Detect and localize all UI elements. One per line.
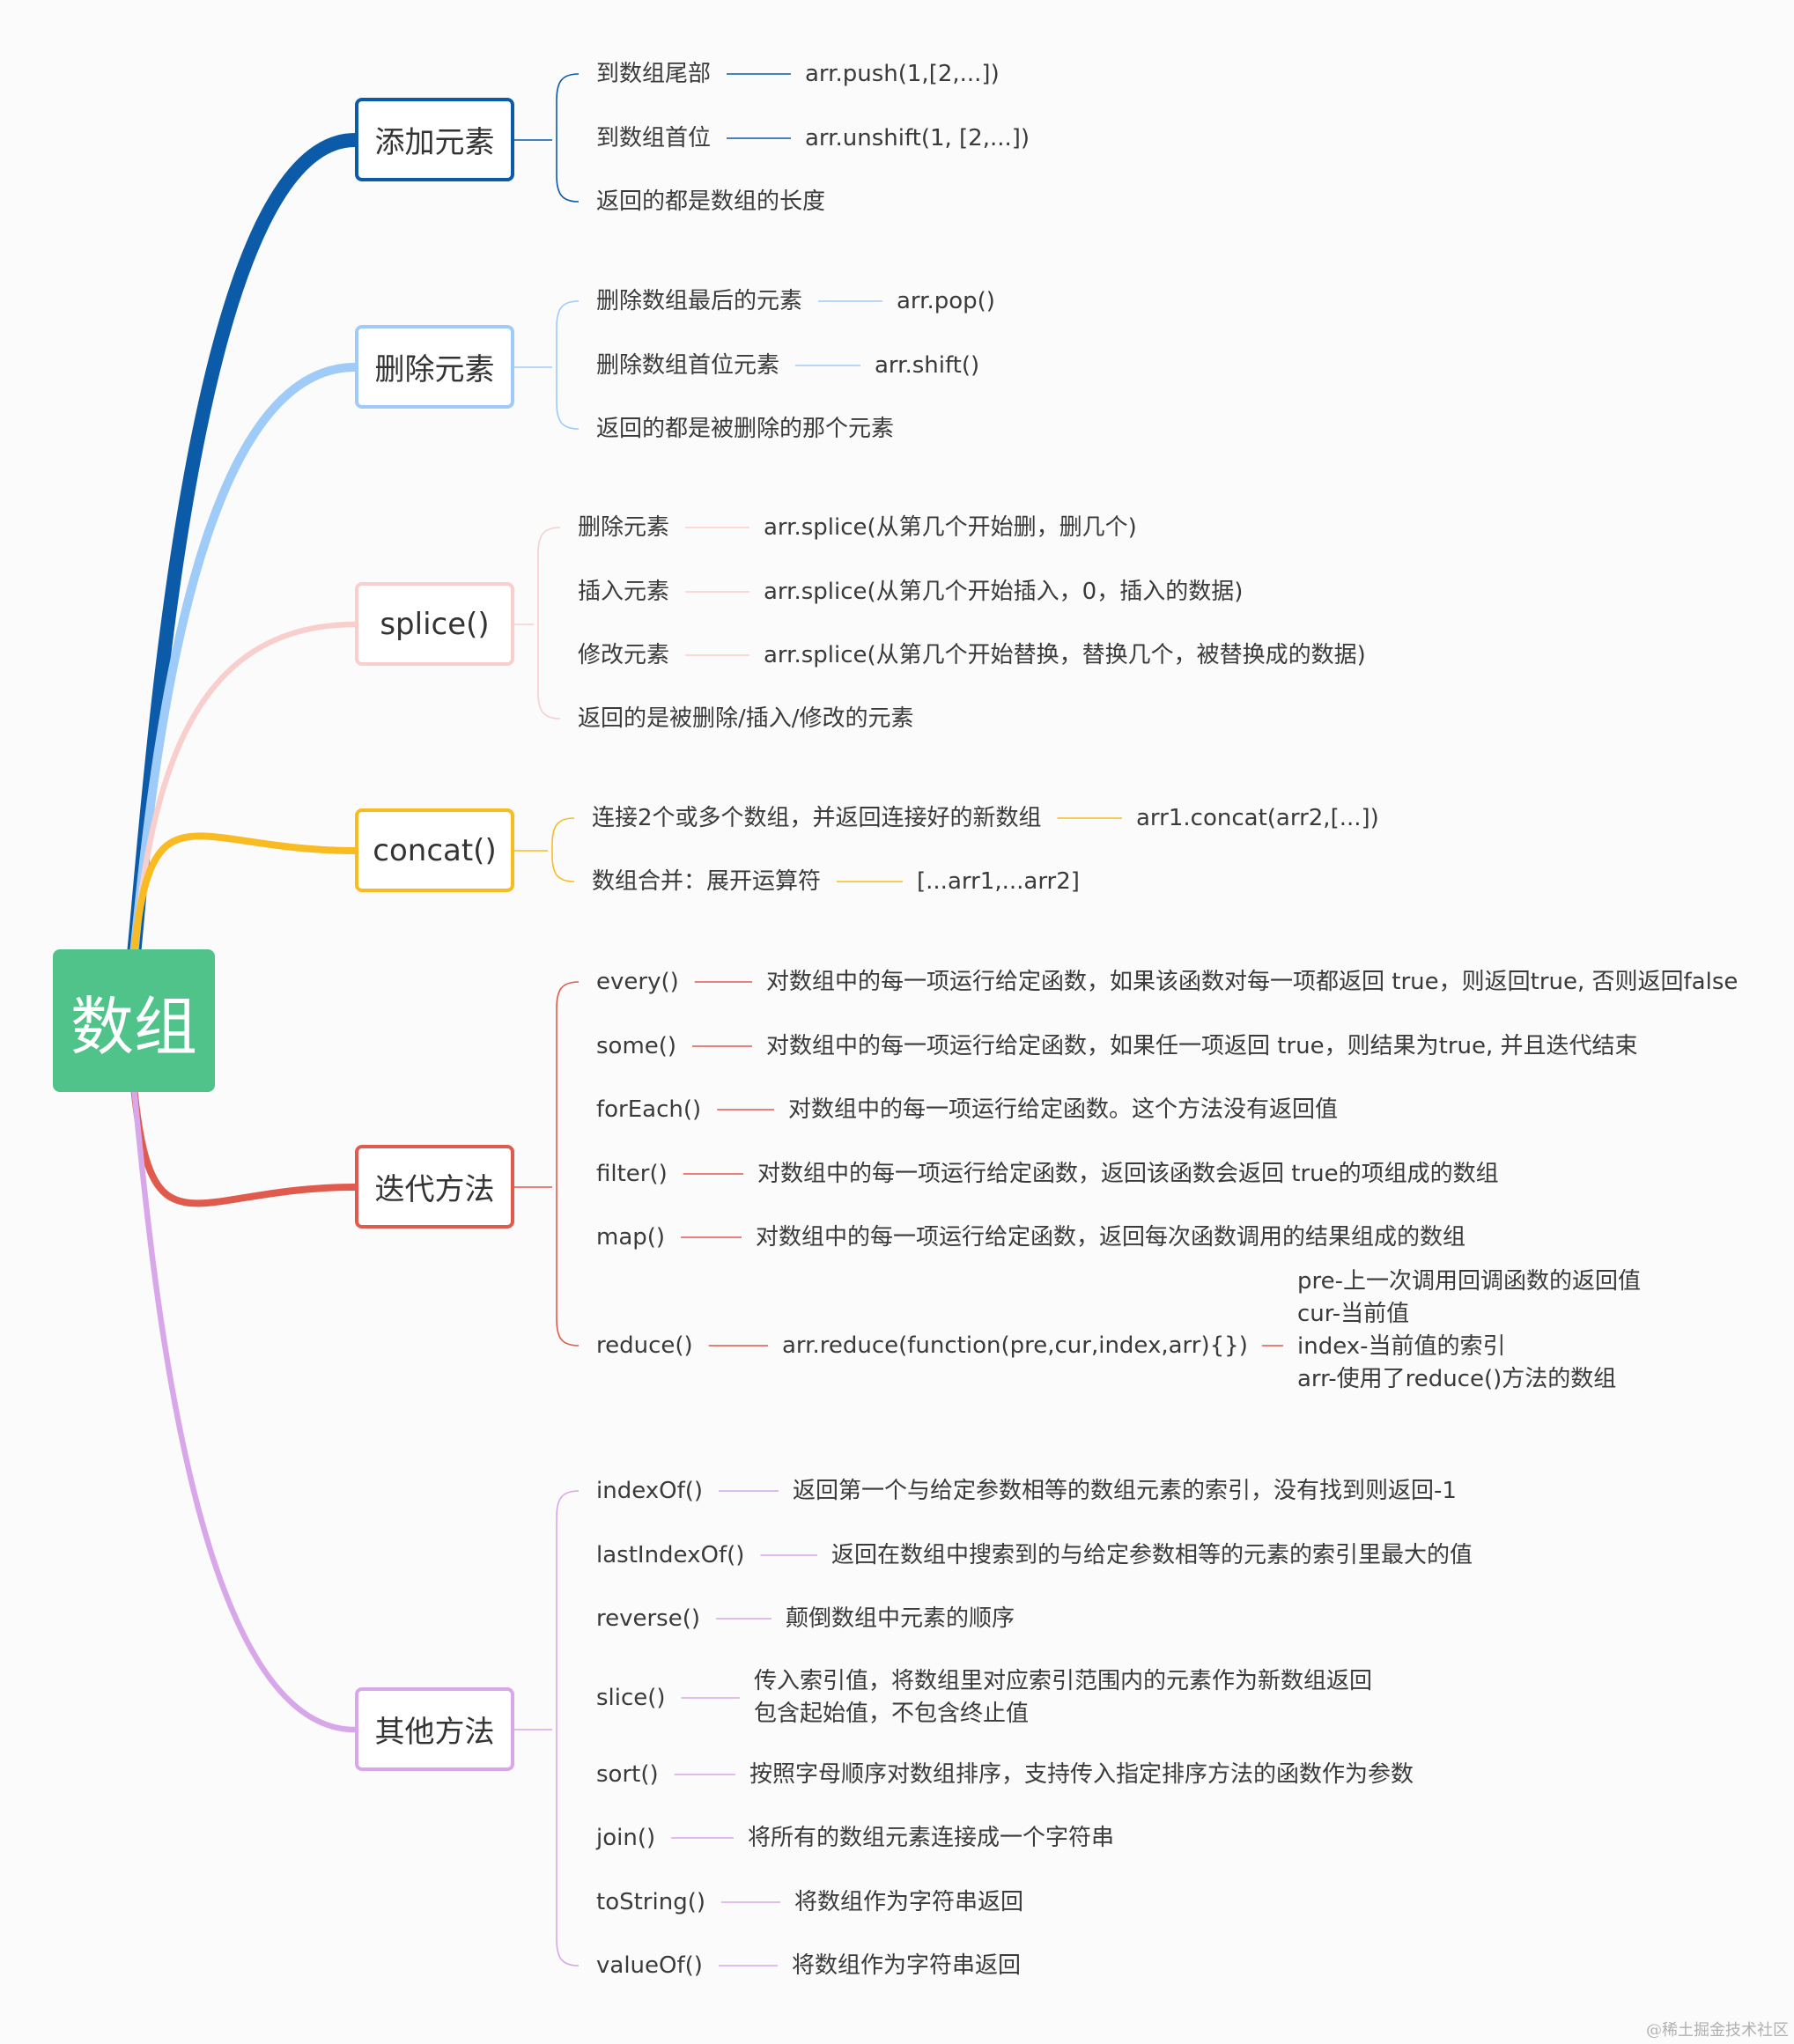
branch-connector <box>130 1083 358 1733</box>
branch-node[interactable]: 删除元素 <box>355 325 514 409</box>
bracket-spine <box>556 981 580 1347</box>
branch-label: 删除元素 <box>374 352 495 387</box>
item-desc: 对数组中的每一项运行给定函数。这个方法没有返回值 <box>788 1096 1339 1123</box>
item-desc: arr.pop() <box>897 288 995 314</box>
item-label: lastIndexOf() <box>596 1542 745 1568</box>
item-desc: 对数组中的每一项运行给定函数，返回每次函数调用的结果组成的数组 <box>756 1224 1466 1251</box>
branch-label: 迭代方法 <box>374 1172 495 1207</box>
branch-node[interactable]: 迭代方法 <box>355 1145 514 1229</box>
branch-connector <box>127 133 362 962</box>
item-label: 插入元素 <box>578 579 670 605</box>
item-sub-line: arr-使用了reduce()方法的数组 <box>1297 1366 1617 1392</box>
item-sub-line: cur-当前值 <box>1297 1301 1410 1327</box>
item-label: 返回的都是被删除的那个元素 <box>596 416 895 442</box>
root-label: 数组 <box>70 989 197 1064</box>
item-desc-line: 包含起始值，不包含终止值 <box>754 1701 1030 1727</box>
item-desc: 对数组中的每一项运行给定函数，如果该函数对每一项都返回 true，则返回true… <box>766 969 1739 995</box>
item-desc: 将所有的数组元素连接成一个字符串 <box>748 1825 1115 1851</box>
item-label: forEach() <box>596 1096 702 1123</box>
item-label: some() <box>596 1033 677 1059</box>
item-desc: arr.splice(从第几个开始插入，0，插入的数据) <box>764 579 1244 605</box>
bracket-spine <box>556 73 580 203</box>
branch-connector <box>130 832 358 958</box>
item-sub: pre-上一次调用回调函数的返回值 cur-当前值 index-当前值的索引 arr-… <box>1297 1266 1641 1396</box>
item-desc: arr.splice(从第几个开始删，删几个) <box>764 514 1137 541</box>
branch-label: 添加元素 <box>374 125 495 160</box>
item-label: 删除元素 <box>578 514 670 541</box>
item-label: join() <box>596 1825 656 1851</box>
item-desc: arr.splice(从第几个开始替换，替换几个，被替换成的数据) <box>764 642 1366 668</box>
item-desc: 将数组作为字符串返回 <box>792 1952 1022 1979</box>
branch-label: 其他方法 <box>374 1715 495 1750</box>
item-desc: 对数组中的每一项运行给定函数，返回该函数会返回 true的项组成的数组 <box>757 1161 1499 1187</box>
item-label: toString() <box>596 1889 705 1915</box>
item-desc: arr.shift() <box>875 352 980 379</box>
item-desc: arr.unshift(1, [2,...]) <box>805 125 1030 151</box>
item-desc: 对数组中的每一项运行给定函数，如果任一项返回 true，则结果为true, 并且… <box>766 1033 1638 1059</box>
item-label: 修改元素 <box>578 642 670 668</box>
bracket-spine <box>556 300 580 430</box>
item-desc: 返回第一个与给定参数相等的数组元素的索引，没有找到则返回-1 <box>793 1478 1457 1504</box>
item-desc: arr.push(1,[2,...]) <box>805 61 1000 87</box>
item-desc: arr1.concat(arr2,[...]) <box>1136 805 1379 831</box>
item-label: 到数组首位 <box>596 125 712 151</box>
item-label: valueOf() <box>596 1952 703 1979</box>
branch-connector <box>130 1083 358 1207</box>
item-desc: 将数组作为字符串返回 <box>794 1889 1024 1915</box>
item-label: 返回的是被删除/插入/修改的元素 <box>578 705 914 732</box>
item-desc: 颠倒数组中元素的顺序 <box>786 1605 1015 1632</box>
item-desc: [...arr1,...arr2] <box>917 868 1080 895</box>
item-sub-line: index-当前值的索引 <box>1297 1333 1506 1360</box>
item-label: 返回的都是数组的长度 <box>596 188 826 215</box>
item-label: every() <box>596 969 679 995</box>
item-desc: 传入索引值，将数组里对应索引范围内的元素作为新数组返回包含起始值，不包含终止值 <box>754 1665 1372 1730</box>
bracket-spine <box>537 527 561 719</box>
bracket-spine <box>556 1490 580 1967</box>
item-label: slice() <box>596 1685 666 1711</box>
branch-label: splice() <box>380 606 490 642</box>
branch-node[interactable]: 其他方法 <box>355 1687 514 1771</box>
bracket-spine <box>551 817 575 882</box>
item-label: reverse() <box>596 1605 701 1632</box>
item-label: 到数组尾部 <box>596 61 712 87</box>
item-label: 连接2个或多个数组，并返回连接好的新数组 <box>592 805 1042 831</box>
item-label: 数组合并：展开运算符 <box>592 868 822 895</box>
item-label: sort() <box>596 1761 659 1788</box>
item-desc: arr.reduce(function(pre,cur,index,arr){}… <box>782 1332 1248 1359</box>
root-node[interactable]: 数组 <box>53 949 215 1092</box>
item-desc: 返回在数组中搜索到的与给定参数相等的元素的索引里最大的值 <box>831 1542 1473 1568</box>
item-label: reduce() <box>596 1332 693 1359</box>
item-sub-line: pre-上一次调用回调函数的返回值 <box>1297 1268 1642 1295</box>
item-label: filter() <box>596 1161 668 1187</box>
item-desc-line: 传入索引值，将数组里对应索引范围内的元素作为新数组返回 <box>754 1668 1373 1694</box>
item-label: 删除数组首位元素 <box>596 352 780 379</box>
branch-node[interactable]: 添加元素 <box>355 98 514 181</box>
item-desc: 按照字母顺序对数组排序，支持传入指定排序方法的函数作为参数 <box>749 1761 1414 1788</box>
item-label: map() <box>596 1224 666 1251</box>
branch-label: concat() <box>373 832 497 868</box>
item-label: indexOf() <box>596 1478 704 1504</box>
branch-node[interactable]: concat() <box>355 808 514 892</box>
item-label: 删除数组最后的元素 <box>596 288 803 314</box>
branch-node[interactable]: splice() <box>355 582 514 666</box>
watermark: @稀土掘金技术社区 <box>1646 2021 1789 2040</box>
